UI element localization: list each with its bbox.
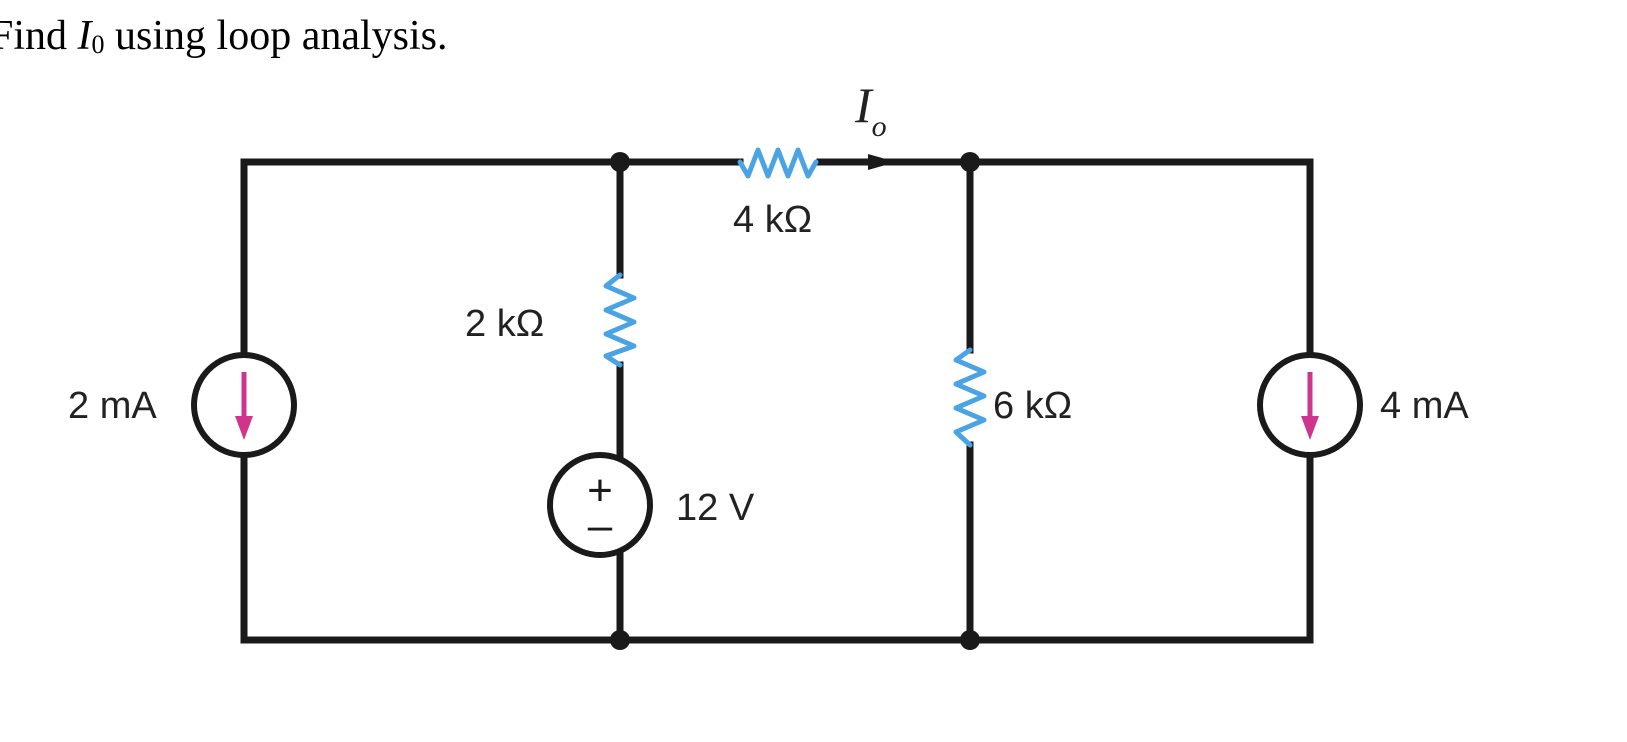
current-source-left: [191, 352, 297, 458]
arrow-down-icon: [1301, 416, 1319, 440]
problem-variable-subscript: 0: [91, 30, 105, 59]
problem-variable: I: [77, 13, 92, 59]
top-wire-right: [966, 158, 1314, 359]
resistor-6k-label: 6 kΩ: [993, 385, 1072, 427]
io-arrow-icon: [868, 154, 896, 170]
problem-prefix: Find: [0, 13, 68, 59]
wires: [240, 158, 1314, 644]
io-label-sub: o: [872, 110, 887, 143]
resistor-2k: [603, 272, 637, 368]
voltage-source-label: 12 V: [676, 487, 755, 529]
node-bottom-middle: [610, 630, 630, 650]
current-source-right-label: 4 mA: [1380, 385, 1469, 427]
node-bottom-right: [960, 630, 980, 650]
io-label: Io: [854, 77, 887, 143]
current-direction-arrow: [868, 154, 896, 170]
resistor-4k-label: 4 kΩ: [733, 199, 812, 241]
nodes: [610, 152, 980, 650]
top-wire-left: [240, 158, 744, 284]
arrow-down-icon: [235, 416, 253, 440]
node-top-right: [960, 152, 980, 172]
voltage-source-body: [547, 452, 653, 558]
current-source-right: [1257, 352, 1363, 458]
resistor-2k-label: 2 kΩ: [465, 303, 544, 345]
io-label-main: I: [854, 77, 874, 133]
voltage-source-plus: +: [587, 466, 613, 515]
resistors: [603, 147, 987, 448]
problem-statement: Find I0 using loop analysis.: [0, 8, 448, 73]
problem-suffix: using loop analysis.: [104, 13, 448, 59]
voltage-source-minus: –: [588, 501, 613, 550]
labels: Io 4 kΩ 2 kΩ 6 kΩ 12 V 2 mA 4 mA: [68, 77, 1469, 529]
resistor-6k: [953, 347, 987, 448]
node-top-middle: [610, 152, 630, 172]
resistor-4k: [737, 147, 819, 179]
current-source-left-label: 2 mA: [68, 385, 157, 427]
voltage-source: + –: [547, 452, 653, 558]
